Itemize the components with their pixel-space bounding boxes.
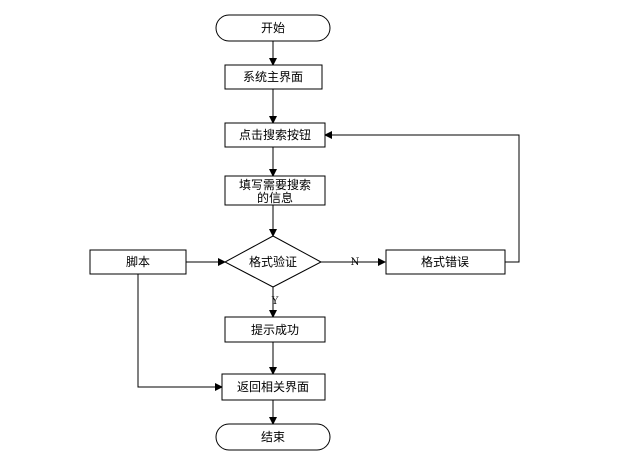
success-label: 提示成功 xyxy=(251,322,299,337)
connectors xyxy=(137,41,520,425)
no-branch-label: N xyxy=(351,257,360,268)
edge-script-to-return xyxy=(137,274,223,391)
format-error-box xyxy=(385,249,506,275)
edge-error-to-click xyxy=(324,131,520,263)
success-box xyxy=(224,316,326,343)
click-search-box xyxy=(224,122,326,148)
format-error-label: 格式错误 xyxy=(421,254,469,269)
start-terminal xyxy=(215,14,331,42)
fill-info-label-line2: 的信息 xyxy=(257,190,293,205)
format-check-diamond xyxy=(223,235,323,288)
labels: 开始 系统主界面 点击搜索按钮 填写需要搜索 的信息 脚本 格式验证 格式错误 … xyxy=(126,21,469,444)
script-box xyxy=(89,249,187,275)
script-label: 脚本 xyxy=(126,254,150,269)
nodes xyxy=(89,14,506,451)
format-check-label: 格式验证 xyxy=(249,254,297,269)
return-label: 返回相关界面 xyxy=(237,380,309,394)
end-label: 结束 xyxy=(261,430,285,444)
fill-info-box xyxy=(224,175,326,206)
start-label: 开始 xyxy=(261,21,285,35)
click-search-label: 点击搜索按钮 xyxy=(239,127,311,142)
end-terminal xyxy=(215,423,331,451)
main-ui-label: 系统主界面 xyxy=(243,70,303,84)
fill-info-label-line1: 填写需要搜索 xyxy=(239,177,311,192)
yes-branch-label: Y xyxy=(271,296,279,307)
return-box xyxy=(221,373,326,401)
main-ui-box xyxy=(224,64,323,90)
